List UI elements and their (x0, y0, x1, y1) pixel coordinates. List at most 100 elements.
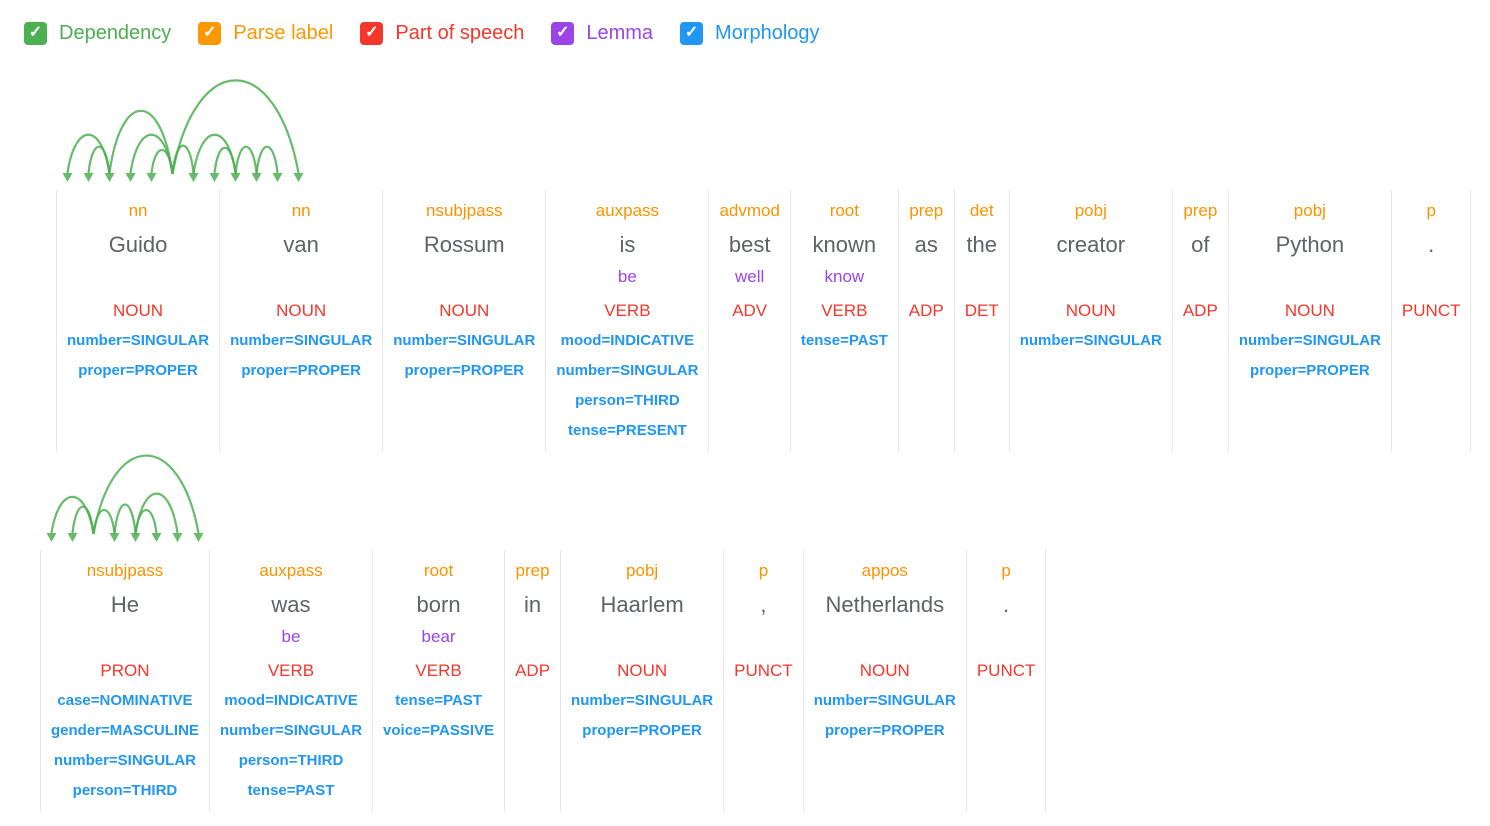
token-parse-label: prep (909, 201, 944, 220)
token-lemma (67, 264, 209, 296)
token-lemma: know (824, 267, 865, 286)
dependency-arrowhead-icon (151, 533, 162, 542)
dependency-arrowhead-icon (83, 173, 94, 182)
checkbox-checked-icon[interactable]: ✓ (360, 21, 384, 45)
token-parse-label: p (1426, 201, 1436, 220)
legend-item-lemma[interactable]: ✓Lemma (551, 21, 653, 45)
checkbox-checked-icon[interactable]: ✓ (198, 21, 222, 45)
token-word: the (966, 232, 998, 257)
token-word: Netherlands (825, 592, 945, 617)
token-pos: VERB (604, 301, 651, 320)
token-word: van (283, 232, 319, 257)
token-morphology-list (909, 326, 944, 452)
dependency-arrowhead-icon (209, 173, 220, 182)
token-morphology-list: number=SINGULAR proper=PROPER (1239, 326, 1381, 452)
token-morphology-list (977, 686, 1036, 812)
token-lemma (1183, 264, 1218, 296)
dependency-arc (113, 503, 137, 535)
token-pos: DET (964, 301, 999, 320)
dependency-arrowhead-icon (109, 533, 120, 542)
legend-item-label: Morphology (715, 21, 820, 44)
token-pos: ADP (908, 301, 944, 320)
token-lemma (965, 264, 999, 296)
dependency-arrowhead-icon (130, 533, 141, 542)
checkbox-checked-icon[interactable]: ✓ (24, 21, 47, 45)
token-parse-label: prep (1183, 201, 1218, 220)
token-morphology: tense=PAST (247, 782, 335, 799)
token-pos: NOUN (1284, 301, 1335, 320)
token-morphology: gender=MASCULINE (51, 722, 199, 739)
token-word: born (416, 592, 461, 617)
token-parse-label: auxpass (259, 561, 323, 580)
token-pos: VERB (267, 661, 315, 680)
token-pos: NOUN (617, 661, 668, 680)
legend-item-label: Parse label (233, 21, 334, 44)
token-morphology: number=SINGULAR (1238, 332, 1381, 349)
token-morphology: proper=PROPER (1250, 362, 1370, 379)
token-morphology-list (1402, 326, 1461, 452)
token-lemma (814, 624, 956, 656)
token-lemma (571, 624, 713, 656)
token-morphology: person=THIRD (72, 782, 178, 799)
token-word: as (914, 232, 938, 257)
token-lemma (1402, 264, 1461, 296)
token-pos: VERB (415, 661, 462, 680)
token-morphology: person=THIRD (238, 752, 344, 769)
token[interactable]: p.PUNCT (967, 550, 1047, 812)
token-lemma (515, 624, 550, 656)
token[interactable]: p.PUNCT (1392, 190, 1472, 452)
legend-item-dependency[interactable]: ✓Dependency (24, 21, 171, 45)
token-word: Haarlem (600, 592, 684, 617)
dependency-arc (134, 492, 179, 535)
token-morphology: number=SINGULAR (1019, 332, 1162, 349)
checkbox-checked-icon[interactable]: ✓ (680, 21, 704, 45)
token-morphology: number=SINGULAR (571, 692, 714, 709)
dependency-arrowhead-icon (125, 173, 136, 182)
token-word: . (1003, 592, 1010, 617)
checkbox-checked-icon[interactable]: ✓ (551, 21, 575, 45)
legend-item-part-of-speech[interactable]: ✓Part of speech (360, 21, 524, 45)
token-pos: PRON (100, 661, 150, 680)
token-parse-label: nn (128, 201, 148, 220)
token-word: Guido (108, 232, 168, 257)
token-lemma (230, 264, 372, 296)
dependency-arc (71, 505, 95, 535)
token-morphology: tense=PRESENT (567, 422, 687, 439)
dependency-arc (171, 79, 300, 175)
token[interactable]: p,PUNCT (724, 550, 804, 812)
token-lemma: be (281, 627, 301, 646)
legend-item-morphology[interactable]: ✓ Morphology (680, 21, 820, 45)
token-word: , (760, 592, 767, 617)
token-parse-label: nsubjpass (425, 201, 503, 220)
token-pos: ADV (732, 301, 768, 320)
legend-item-parse-label[interactable]: ✓ Parse label (198, 21, 334, 45)
token-morphology: proper=PROPER (824, 722, 945, 739)
dependency-arcs (46, 454, 204, 542)
